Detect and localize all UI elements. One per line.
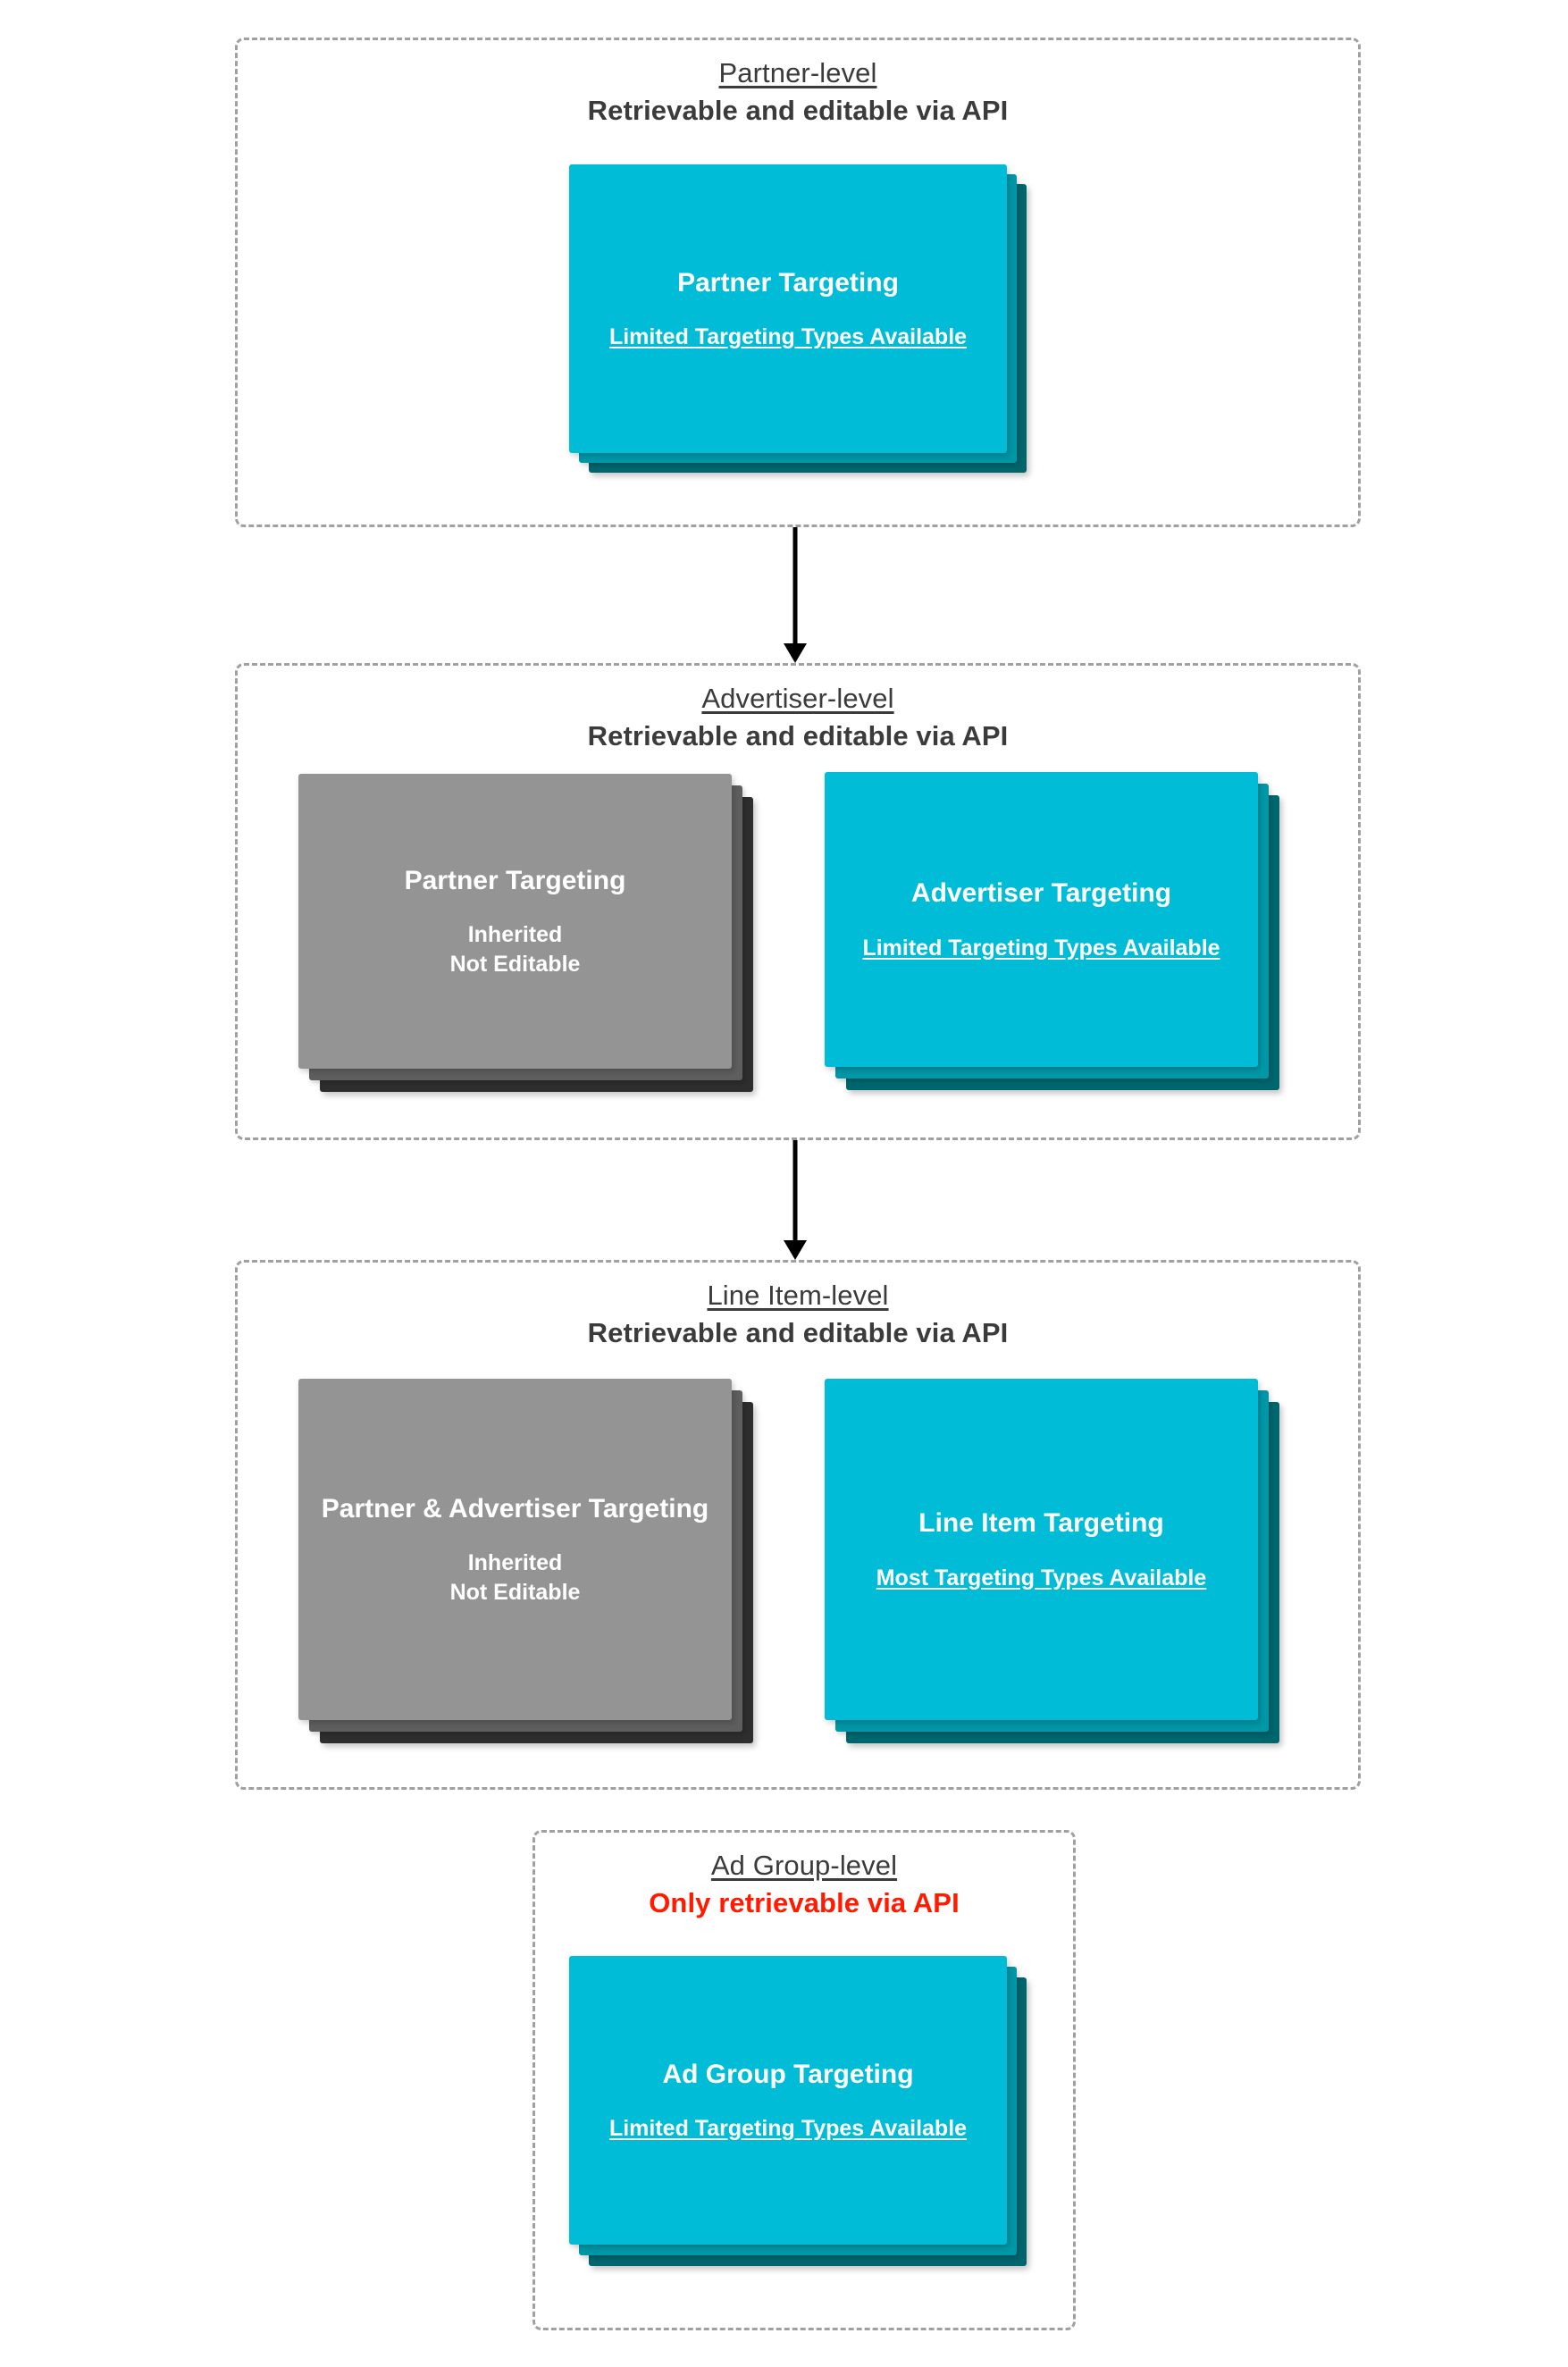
panel-header-advertiser: Advertiser-level Retrievable and editabl… bbox=[238, 682, 1358, 753]
panel-subtitle-line-item: Retrievable and editable via API bbox=[587, 1316, 1009, 1348]
card-subtitle: Inherited Not Editable bbox=[449, 922, 581, 977]
card-stack-partner-targeting-inherited[interactable]: Partner Targeting Inherited Not Editable bbox=[298, 774, 763, 1118]
panel-subtitle-ad-group: Only retrievable via API bbox=[649, 1886, 960, 1918]
arrow-head-icon bbox=[784, 1240, 807, 1260]
card-subtitle: Limited Targeting Types Available bbox=[862, 935, 1220, 961]
panel-title-advertiser: Advertiser-level bbox=[701, 683, 894, 714]
arrow-shaft bbox=[792, 1140, 798, 1242]
card-stack-ad-group-targeting[interactable]: Ad Group Targeting Limited Targeting Typ… bbox=[569, 1956, 1034, 2278]
card-title: Advertiser Targeting bbox=[910, 878, 1172, 908]
level-panel-line-item: Line Item-level Retrievable and editable… bbox=[235, 1260, 1361, 1790]
panel-title-line-item: Line Item-level bbox=[707, 1280, 889, 1311]
panel-header-line-item: Line Item-level Retrievable and editable… bbox=[238, 1279, 1358, 1350]
card-stack-advertiser-targeting[interactable]: Advertiser Targeting Limited Targeting T… bbox=[825, 772, 1289, 1116]
arrow-head-icon bbox=[784, 643, 807, 663]
card-title: Partner & Advertiser Targeting bbox=[321, 1493, 709, 1523]
card-subtitle: Limited Targeting Types Available bbox=[608, 324, 968, 349]
card-title: Partner Targeting bbox=[404, 865, 626, 895]
connector-advertiser-to-line-item bbox=[764, 1140, 826, 1260]
panel-header-partner: Partner-level Retrievable and editable v… bbox=[238, 56, 1358, 128]
card-stack-line-item-targeting[interactable]: Line Item Targeting Most Targeting Types… bbox=[825, 1379, 1289, 1767]
card-partner-advertiser-targeting-inherited[interactable]: Partner & Advertiser Targeting Inherited… bbox=[298, 1379, 732, 1720]
card-subtitle: Inherited Not Editable bbox=[449, 1550, 581, 1605]
card-line-item-targeting[interactable]: Line Item Targeting Most Targeting Types… bbox=[825, 1379, 1258, 1720]
level-panel-advertiser: Advertiser-level Retrievable and editabl… bbox=[235, 663, 1361, 1140]
card-advertiser-targeting[interactable]: Advertiser Targeting Limited Targeting T… bbox=[825, 772, 1258, 1067]
level-panel-ad-group: Ad Group-level Only retrievable via API … bbox=[532, 1830, 1076, 2330]
card-ad-group-targeting[interactable]: Ad Group Targeting Limited Targeting Typ… bbox=[569, 1956, 1007, 2245]
arrow-shaft bbox=[792, 527, 798, 645]
panel-subtitle-partner: Retrievable and editable via API bbox=[587, 94, 1009, 126]
card-stack-partner-advertiser-targeting-inherited[interactable]: Partner & Advertiser Targeting Inherited… bbox=[298, 1379, 763, 1767]
card-partner-targeting[interactable]: Partner Targeting Limited Targeting Type… bbox=[569, 164, 1007, 453]
panel-title-partner: Partner-level bbox=[718, 57, 877, 88]
panel-header-ad-group: Ad Group-level Only retrievable via API bbox=[535, 1849, 1073, 1920]
card-title: Ad Group Targeting bbox=[662, 2059, 914, 2089]
card-stack-partner-targeting[interactable]: Partner Targeting Limited Targeting Type… bbox=[569, 164, 1034, 479]
panel-title-ad-group: Ad Group-level bbox=[710, 1850, 898, 1881]
card-partner-targeting-inherited[interactable]: Partner Targeting Inherited Not Editable bbox=[298, 774, 732, 1069]
panel-subtitle-advertiser: Retrievable and editable via API bbox=[587, 719, 1009, 751]
level-panel-partner: Partner-level Retrievable and editable v… bbox=[235, 38, 1361, 527]
card-title: Line Item Targeting bbox=[918, 1508, 1164, 1538]
connector-partner-to-advertiser bbox=[764, 527, 826, 663]
card-title: Partner Targeting bbox=[677, 267, 899, 298]
card-subtitle: Limited Targeting Types Available bbox=[608, 2116, 968, 2141]
card-subtitle: Most Targeting Types Available bbox=[876, 1565, 1207, 1591]
